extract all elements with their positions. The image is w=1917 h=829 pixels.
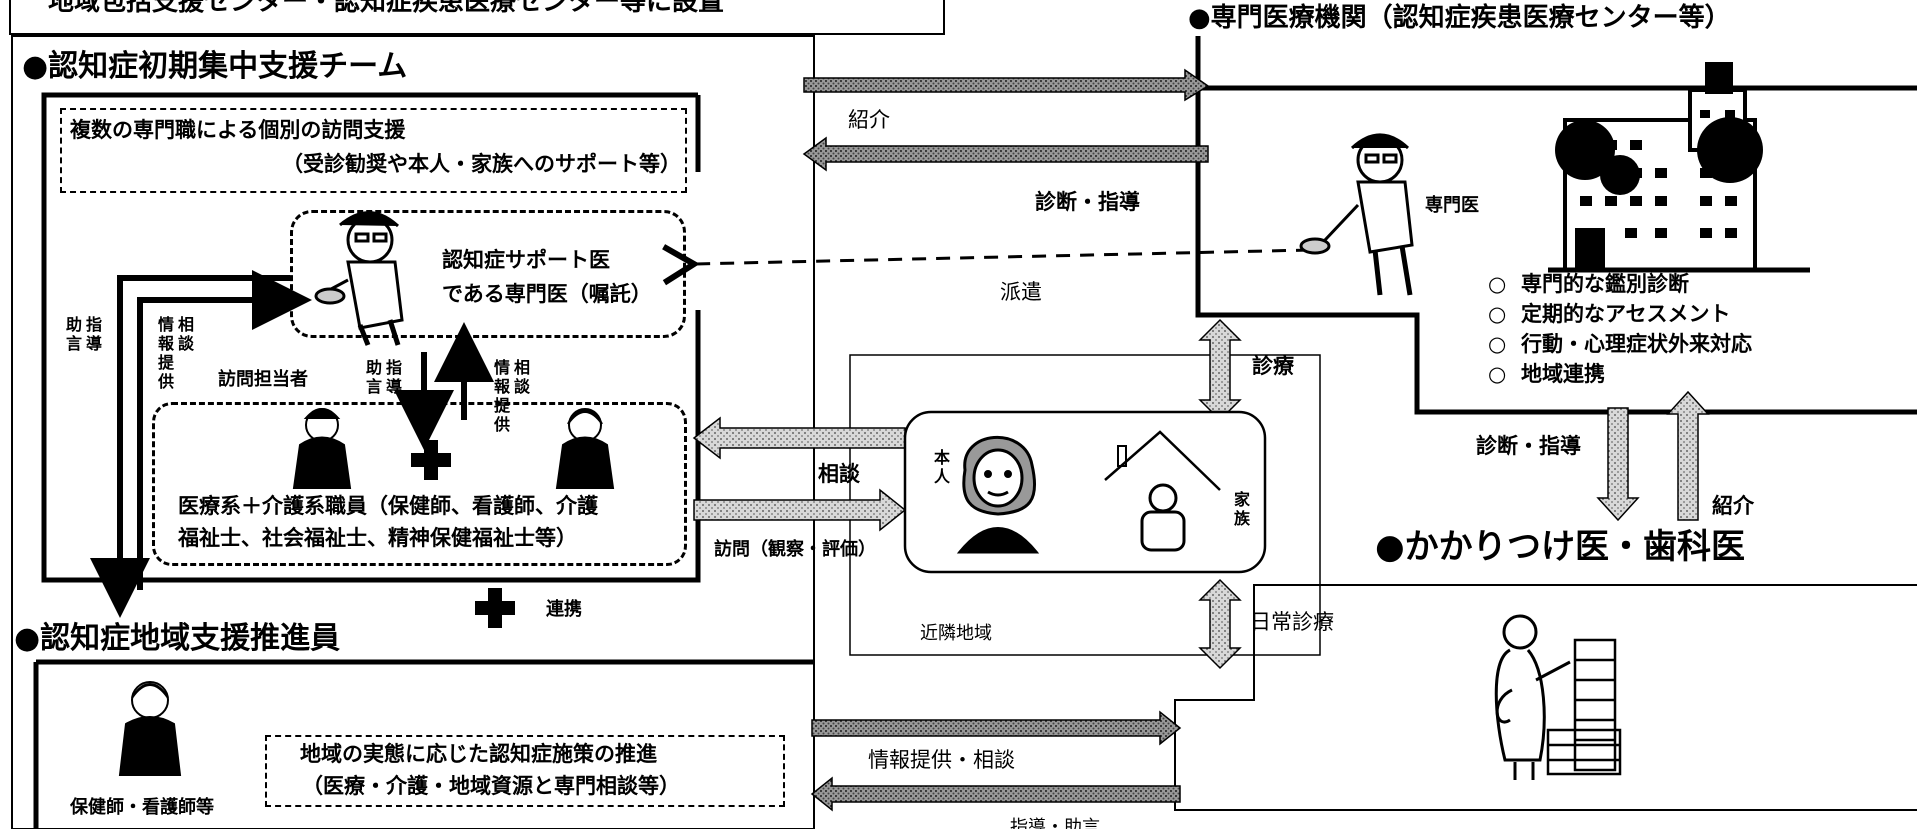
cross-mid	[411, 440, 451, 480]
left-guidance-label: 指導	[85, 315, 102, 353]
house-roof	[1104, 430, 1221, 491]
promoter-person-label: 保健師・看護師等	[70, 797, 214, 818]
gp-title: ●かかりつけ医・歯科医	[1375, 527, 1746, 567]
daily-care-label: 日常診療	[1250, 610, 1334, 634]
visitor-figure-right	[555, 408, 615, 489]
team-thick-frame	[41, 92, 701, 583]
gp-building	[1546, 638, 1622, 776]
info-left-arrow	[810, 776, 1181, 812]
promoter-figure	[118, 681, 182, 776]
bottom-partial-text: 指導・助言	[1010, 817, 1100, 829]
info-right-arrow	[811, 710, 1182, 746]
mid-consult-label: 相談	[513, 358, 530, 396]
mid-info-label: 情報提供	[493, 358, 510, 434]
family-label: 家族	[1233, 490, 1250, 528]
neighborhood-label: 近隣地域	[920, 623, 992, 644]
support-doctor-box	[290, 210, 686, 338]
promoter-policy-box	[265, 735, 785, 807]
family-body	[1140, 510, 1186, 552]
info-consult-label: 情報提供・相談	[868, 748, 1015, 772]
cooperation-label: 連携	[546, 599, 582, 620]
diagnosis-right-label: 診断・指導	[1476, 434, 1581, 458]
referral-top-arrow	[803, 68, 1210, 102]
staff-line2: 福祉士、社会福祉士、精神保健福祉士等）	[178, 526, 577, 550]
gp-doctor	[1494, 614, 1571, 780]
mid-advice-label: 助言	[365, 358, 382, 396]
specialist-title: ●専門医療機関（認知症疾患医療センター等）	[1188, 3, 1731, 33]
daily-care-arrow	[1198, 578, 1242, 670]
gp-frame	[1174, 584, 1917, 811]
specialist-item-3: ○ 行動・心理症状外来対応	[1488, 332, 1752, 356]
medical-care-label: 診療	[1252, 354, 1294, 378]
patient-label: 本人	[933, 448, 950, 486]
home-box	[903, 410, 1267, 574]
left-arrow-up	[137, 270, 312, 590]
team-intro-box	[60, 108, 687, 193]
staff-box	[152, 402, 687, 566]
team-intro-line1: 複数の専門職による個別の訪問支援	[70, 118, 406, 142]
diagnosis-top-arrow	[802, 136, 1209, 172]
referral-right-label: 紹介	[1712, 494, 1754, 518]
visitor-label: 訪問担当者	[218, 369, 308, 390]
referral-top-label: 紹介	[848, 108, 890, 132]
consult-arrow	[692, 416, 906, 460]
medical-care-arrow	[1198, 318, 1242, 422]
specialist-item-2: ○ 定期的なアセスメント	[1488, 302, 1731, 326]
consultation-label: 相談	[818, 462, 860, 486]
top-banner-text: 地域包括支援センター・認知症疾患医療センター等に設置	[48, 0, 725, 17]
diagnosis-top-label: 診断・指導	[1035, 190, 1140, 214]
promoter-frame	[33, 659, 814, 829]
diagnosis-right-arrow	[1596, 407, 1640, 522]
left-advice-label: 助言	[65, 315, 82, 353]
hospital-building	[1548, 62, 1810, 273]
team-title: ●認知症初期集中支援チーム	[22, 49, 408, 84]
specialist-item-4: ○ 地域連携	[1488, 362, 1605, 386]
banner-frame	[9, 0, 945, 35]
dispatch-line	[662, 244, 1311, 286]
promoter-box-line2: （医療・介護・地域資源と専門相談等）	[302, 774, 680, 798]
team-intro-line2: （受診勧奨や本人・家族へのサポート等）	[282, 152, 681, 176]
left-arrow-down	[90, 275, 290, 618]
visit-label: 訪問（観察・評価）	[714, 539, 876, 560]
staff-line1: 医療系＋介護系職員（保健師、看護師、介護	[178, 494, 598, 518]
left-info-label: 情報提供	[157, 315, 174, 391]
support-doctor-line1: 認知症サポート医	[442, 248, 610, 272]
referral-right-arrow	[1666, 390, 1710, 521]
patient-figure	[956, 435, 1040, 554]
specialist-doctor-figure	[1299, 133, 1414, 296]
dispatch-label: 派遣	[1000, 280, 1042, 304]
specialist-item-1: ○ 専門的な鑑別診断	[1488, 272, 1689, 296]
cross-link	[475, 588, 515, 628]
promoter-box-line1: 地域の実態に応じた認知症施策の推進	[300, 742, 657, 766]
promoter-title: ●認知症地域支援推進員	[14, 621, 341, 656]
visit-arrow	[693, 488, 907, 532]
support-doctor-figure	[314, 211, 404, 346]
support-doctor-line2: である専門医（嘱託）	[442, 282, 652, 306]
specialist-doctor-label: 専門医	[1425, 195, 1479, 216]
mid-guidance-label: 指導	[385, 358, 402, 396]
left-consult-label: 相談	[177, 315, 194, 353]
house-chimney	[1117, 445, 1127, 467]
visitor-figure-left	[292, 408, 352, 489]
